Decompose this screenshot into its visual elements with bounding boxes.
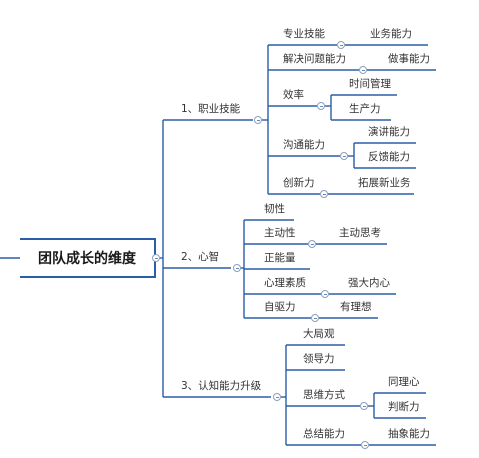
node-3-4-collapse-icon[interactable] xyxy=(361,441,369,449)
branch-2-label[interactable]: 2、心智 xyxy=(181,251,220,263)
root-collapse-icon[interactable] xyxy=(152,254,160,262)
leaf-3-3-1-label[interactable]: 同理心 xyxy=(388,376,420,388)
node-2-2-label[interactable]: 主动性 xyxy=(264,227,296,239)
leaf-1-4-2-label[interactable]: 反馈能力 xyxy=(368,151,410,163)
branch-3-collapse-icon[interactable] xyxy=(273,393,281,401)
node-1-2-collapse-icon[interactable] xyxy=(359,66,367,74)
node-1-1-collapse-icon[interactable] xyxy=(337,41,345,49)
leaf-2-5-1-label[interactable]: 有理想 xyxy=(340,301,372,313)
branch-3-label[interactable]: 3、认知能力升级 xyxy=(181,380,262,392)
leaf-3-3-2-label[interactable]: 判断力 xyxy=(388,401,420,413)
node-2-4-label[interactable]: 心理素质 xyxy=(264,277,306,289)
leaf-1-3-2-label[interactable]: 生产力 xyxy=(349,103,381,115)
leaf-1-5-1-label[interactable]: 拓展新业务 xyxy=(358,177,411,189)
node-1-3-label[interactable]: 效率 xyxy=(283,89,304,101)
node-3-3-collapse-icon[interactable] xyxy=(360,402,368,410)
node-2-3-label[interactable]: 正能量 xyxy=(264,252,296,264)
leaf-1-4-1-label[interactable]: 演讲能力 xyxy=(368,126,410,138)
node-1-3-collapse-icon[interactable] xyxy=(317,102,325,110)
node-1-5-label[interactable]: 创新力 xyxy=(283,177,315,189)
node-1-4-collapse-icon[interactable] xyxy=(340,152,348,160)
leaf-1-2-1-label[interactable]: 做事能力 xyxy=(388,53,430,65)
root-node[interactable]: 团队成长的维度 xyxy=(20,238,156,278)
node-2-2-collapse-icon[interactable] xyxy=(308,240,316,248)
node-2-5-collapse-icon[interactable] xyxy=(311,314,319,322)
leaf-2-2-1-label[interactable]: 主动思考 xyxy=(339,227,381,239)
branch-1-collapse-icon[interactable] xyxy=(254,116,262,124)
node-3-1-label[interactable]: 大局观 xyxy=(303,328,335,340)
node-1-4-label[interactable]: 沟通能力 xyxy=(283,139,325,151)
leaf-3-4-1-label[interactable]: 抽象能力 xyxy=(388,428,430,440)
node-2-4-collapse-icon[interactable] xyxy=(321,290,329,298)
node-3-2-label[interactable]: 领导力 xyxy=(303,353,335,365)
branch-2-collapse-icon[interactable] xyxy=(233,264,241,272)
branch-1-label[interactable]: 1、职业技能 xyxy=(181,103,241,115)
node-3-4-label[interactable]: 总结能力 xyxy=(303,428,345,440)
root-label: 团队成长的维度 xyxy=(38,251,136,267)
leaf-1-1-1-label[interactable]: 业务能力 xyxy=(370,28,412,40)
node-1-2-label[interactable]: 解决问题能力 xyxy=(283,53,346,65)
node-2-5-label[interactable]: 自驱力 xyxy=(264,301,296,313)
leaf-1-3-1-label[interactable]: 时间管理 xyxy=(349,78,391,90)
node-1-5-collapse-icon[interactable] xyxy=(320,190,328,198)
node-3-3-label[interactable]: 思维方式 xyxy=(303,389,345,401)
node-1-1-label[interactable]: 专业技能 xyxy=(283,28,325,40)
leaf-2-4-1-label[interactable]: 强大内心 xyxy=(348,277,390,289)
node-2-1-label[interactable]: 韧性 xyxy=(264,203,285,215)
